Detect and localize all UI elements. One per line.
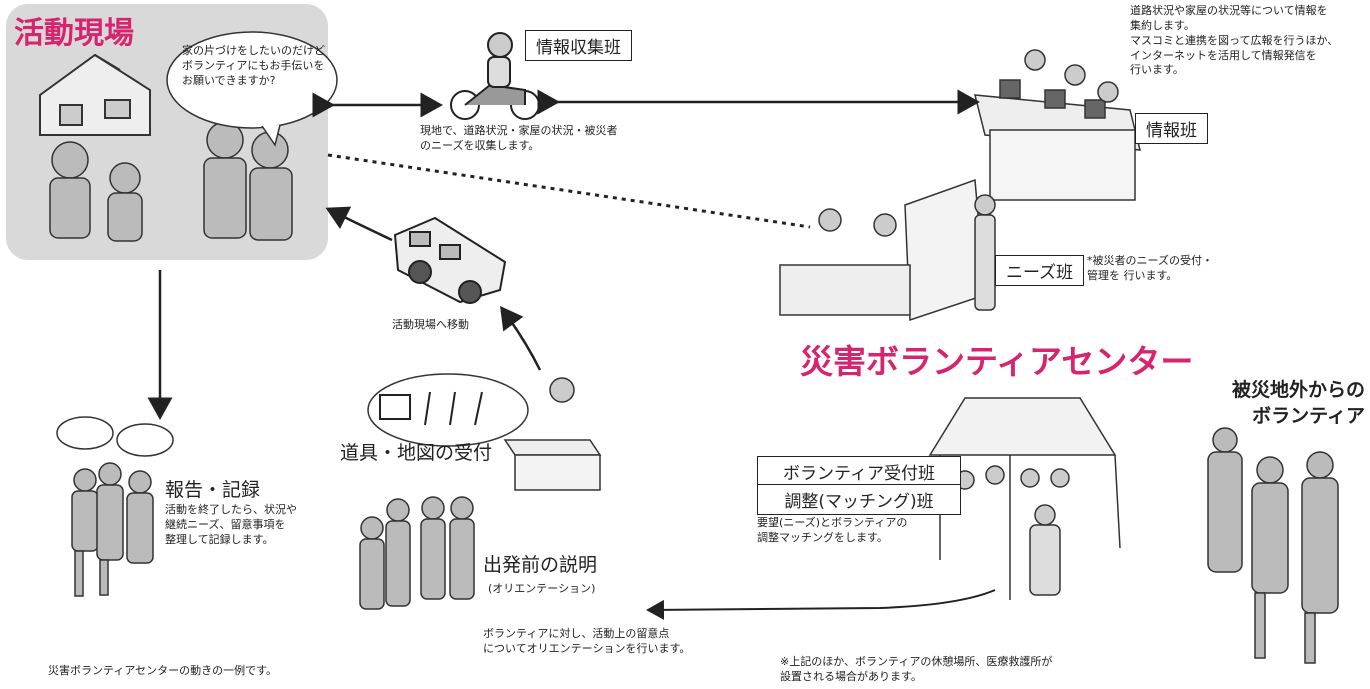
report-people-icon (56, 416, 174, 597)
damaged-house-icon (39, 53, 151, 136)
motorbike-icon (450, 32, 540, 120)
dotted-link-needs (327, 153, 811, 229)
orientation-group-icon (359, 496, 475, 610)
orientation-desc: ボランティアに対し、活動上の留意点 についてオリエンテーションを行います。 (483, 627, 691, 655)
arrow-center-to-orientation (646, 589, 996, 620)
info-team-desc: 道路状況や家屋の状況等について情報を 集約します。 マスコミと連携を図って広報を… (1130, 4, 1339, 77)
orientation-sub: (オリエンテーション) (488, 582, 596, 595)
tools-desk-icon (503, 377, 602, 491)
report-title: 報告・記録 (165, 479, 261, 501)
move-label: 活動現場へ移動 (392, 318, 469, 331)
needs-team-label: ニーズ班 (995, 255, 1085, 286)
footer-left: 災害ボランティアセンターの動きの一例です。 (48, 664, 278, 677)
center-title: 災害ボランティアセンター (800, 342, 1194, 381)
orientation-title: 出発前の説明 (483, 554, 598, 576)
info-team-desk-icon (974, 49, 1141, 201)
reception-label: ボランティア受付班 (757, 456, 961, 487)
tools-label: 道具・地図の受付 (340, 442, 493, 464)
report-desc: 活動を終了したら、状況や 継続ニーズ、留意事項を 整理して記録します。 (165, 503, 297, 546)
arrow-bus-to-site (325, 206, 393, 242)
site-title: 活動現場 (14, 16, 134, 51)
info-collect-label: 情報収集班 (525, 30, 632, 61)
matching-label: 調整(マッチング)班 (757, 484, 961, 515)
footer-right: ※上記のほか、ボランティアの休憩場所、医療救護所が 設置される場合があります。 (780, 655, 1053, 683)
needs-team-board-icon (779, 178, 996, 322)
outside-volunteers-icon (1207, 427, 1339, 664)
residents-icon (49, 121, 293, 242)
tools-speech-bubble (367, 373, 529, 447)
site-speech-text: 家の片づけをしたいのだけど ボランティアにもお手伝いを お願いできますか? (182, 44, 325, 87)
info-team-label: 情報班 (1135, 113, 1208, 144)
outside-volunteer-label: 被災地外からの ボランティア (1231, 379, 1365, 427)
bus-icon (393, 216, 507, 304)
tools-icon (379, 391, 483, 426)
needs-team-desc: *被災者のニーズの受付・ 管理を 行います。 (1087, 254, 1213, 282)
info-collect-desc: 現地で、道路状況・家屋の状況・被災者 のニーズを収集します。 (420, 124, 618, 152)
site-speech-bubble (166, 31, 338, 129)
arrow-tools-to-bus (500, 305, 542, 371)
matching-desc: 要望(ニーズ)とボランティアの 調整マッチングをします。 (757, 516, 908, 544)
tent-icon (928, 397, 1121, 600)
